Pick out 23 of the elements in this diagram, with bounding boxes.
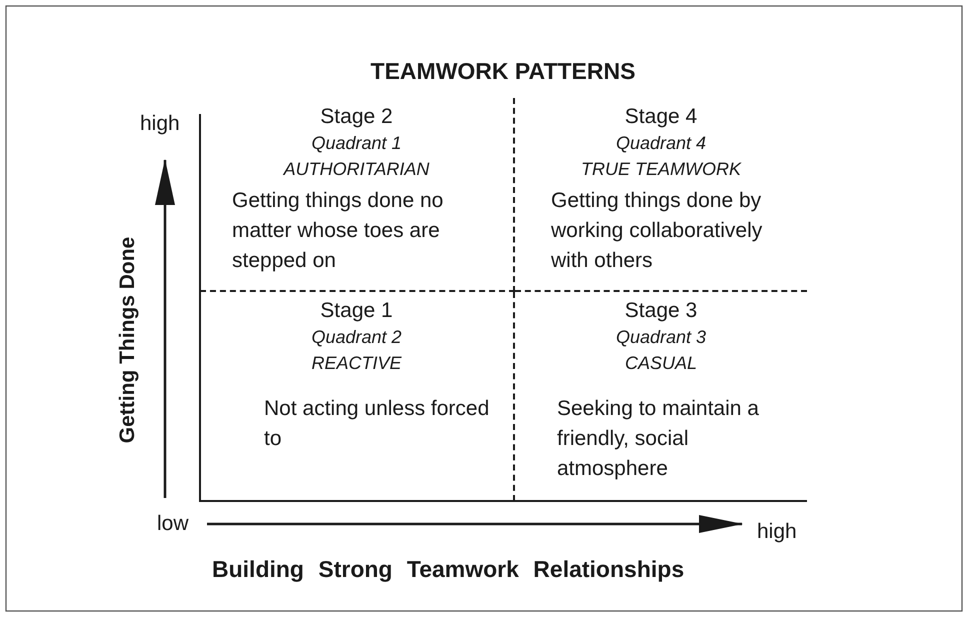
quadrant-label: Quadrant 1 <box>310 132 403 155</box>
axis-label: high <box>140 112 180 136</box>
stage-label: Stage 4 <box>624 104 698 130</box>
matrix-quadrant <box>200 98 515 292</box>
pattern-label: CASUAL <box>624 352 698 375</box>
diagram-title: TEAMWORK PATTERNS <box>370 58 636 85</box>
stage-label: Stage 2 <box>319 104 394 130</box>
quadrant-label: Quadrant 3 <box>614 326 708 349</box>
description-text: Not acting unless forced to <box>264 396 490 452</box>
quadrant-label: Quadrant 4 <box>614 132 708 155</box>
axis-label: low <box>157 512 189 536</box>
pattern-label: AUTHORITARIAN <box>282 158 430 181</box>
description-text: Getting things done by working collaboratively with others <box>551 188 764 274</box>
pattern-label: REACTIVE <box>310 352 403 375</box>
axis-title: Getting Things Done <box>116 236 140 444</box>
quadrant-label: Quadrant 2 <box>310 326 403 349</box>
axis-label: high <box>757 520 797 544</box>
stage-label: Stage 3 <box>624 298 698 324</box>
stage-label: Stage 1 <box>319 298 394 324</box>
axis-title: Building Strong Teamwork Relationships <box>212 556 684 583</box>
description-text: Seeking to maintain a friendly, social atmosphere <box>557 396 760 482</box>
pattern-label: TRUE TEAMWORK <box>580 158 742 181</box>
description-text: Getting things done no matter whose toes are stepped on <box>232 188 444 274</box>
